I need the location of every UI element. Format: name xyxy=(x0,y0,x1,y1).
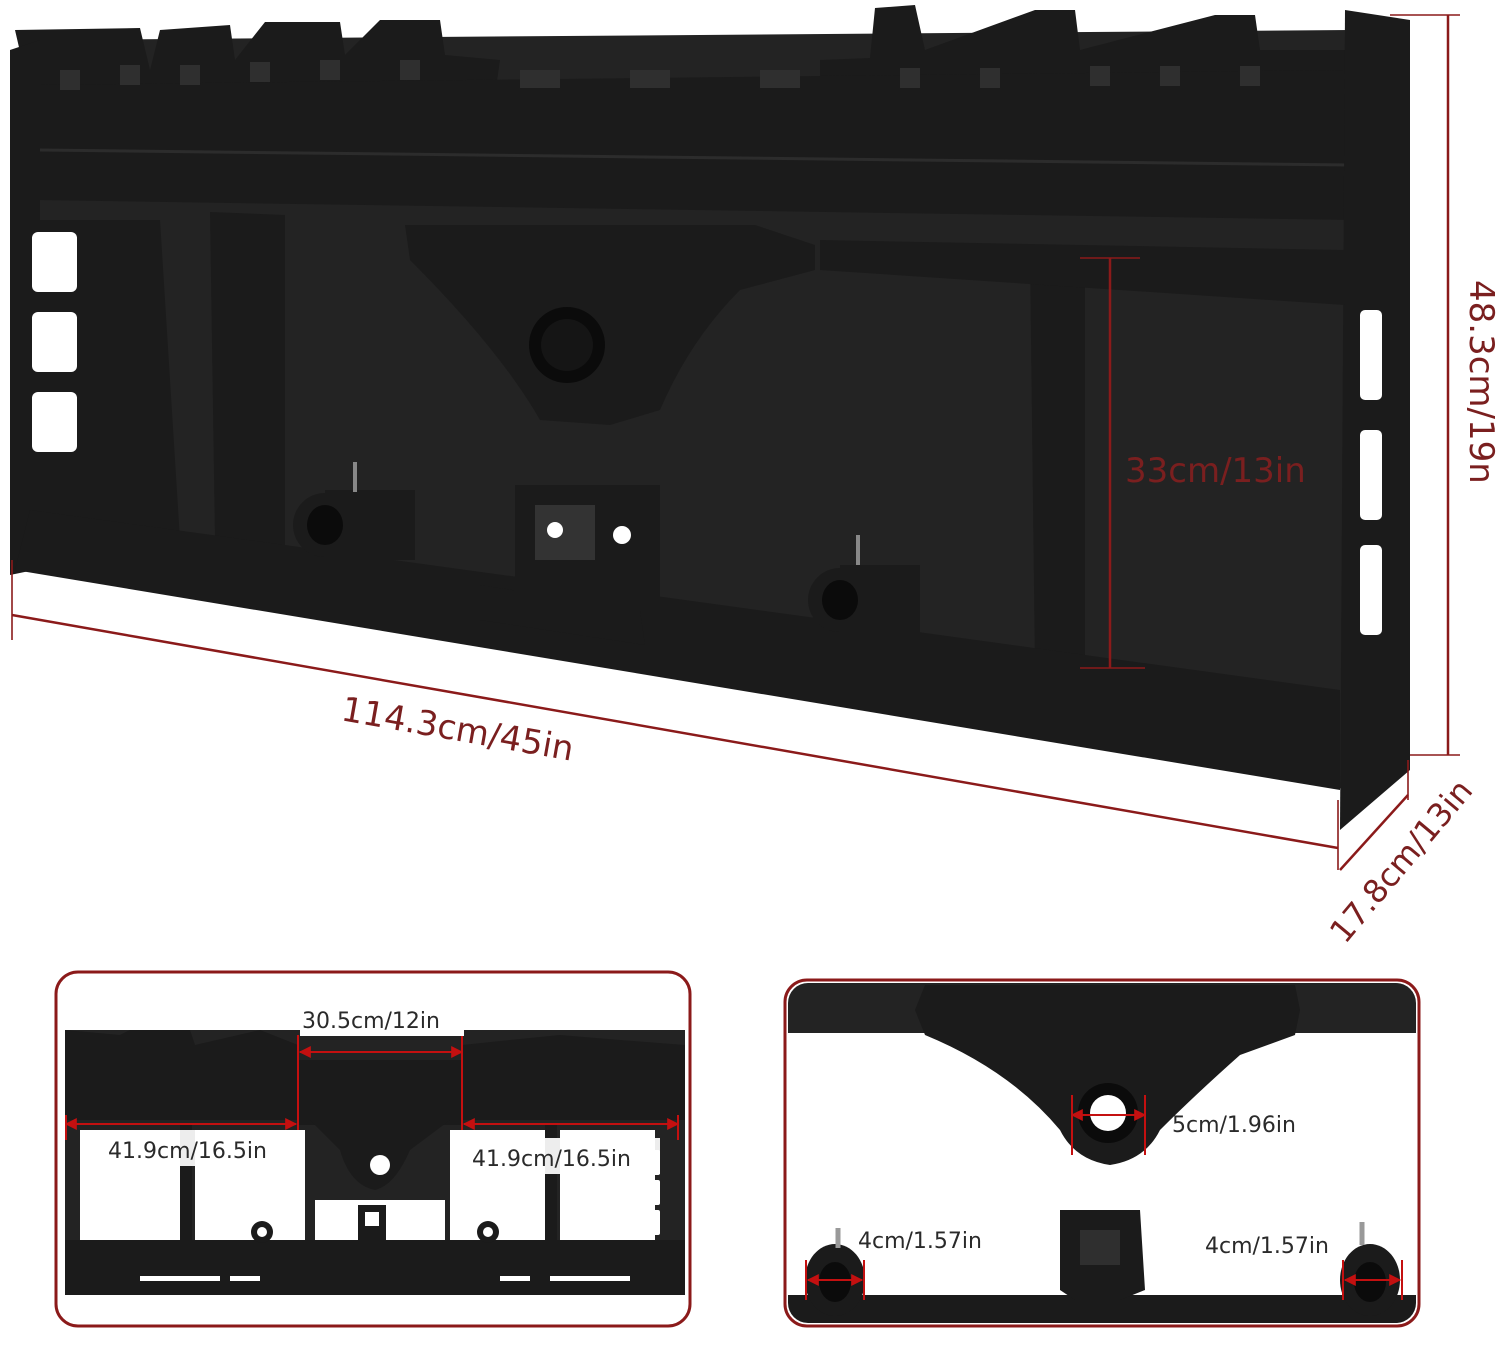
left-width-label: 41.9cm/16.5in xyxy=(108,1139,267,1164)
dimension-lines-main xyxy=(11,14,1460,871)
left-sleeve-label: 4cm/1.57in xyxy=(858,1229,982,1254)
inset-left xyxy=(54,970,692,1328)
center-width-label: 30.5cm/12in xyxy=(302,1009,440,1034)
width-label: 114.3cm/45in xyxy=(338,689,576,769)
main-frame xyxy=(10,5,1410,830)
height-label: 48.3cm/19n xyxy=(1461,280,1500,484)
hole-diameter-label: 5cm/1.96in xyxy=(1172,1113,1296,1138)
right-sleeve-label: 4cm/1.57in xyxy=(1205,1234,1329,1259)
inner-height-label: 33cm/13in xyxy=(1125,451,1306,491)
inset-right xyxy=(783,978,1421,1328)
right-width-label: 41.9cm/16.5in xyxy=(472,1147,631,1172)
